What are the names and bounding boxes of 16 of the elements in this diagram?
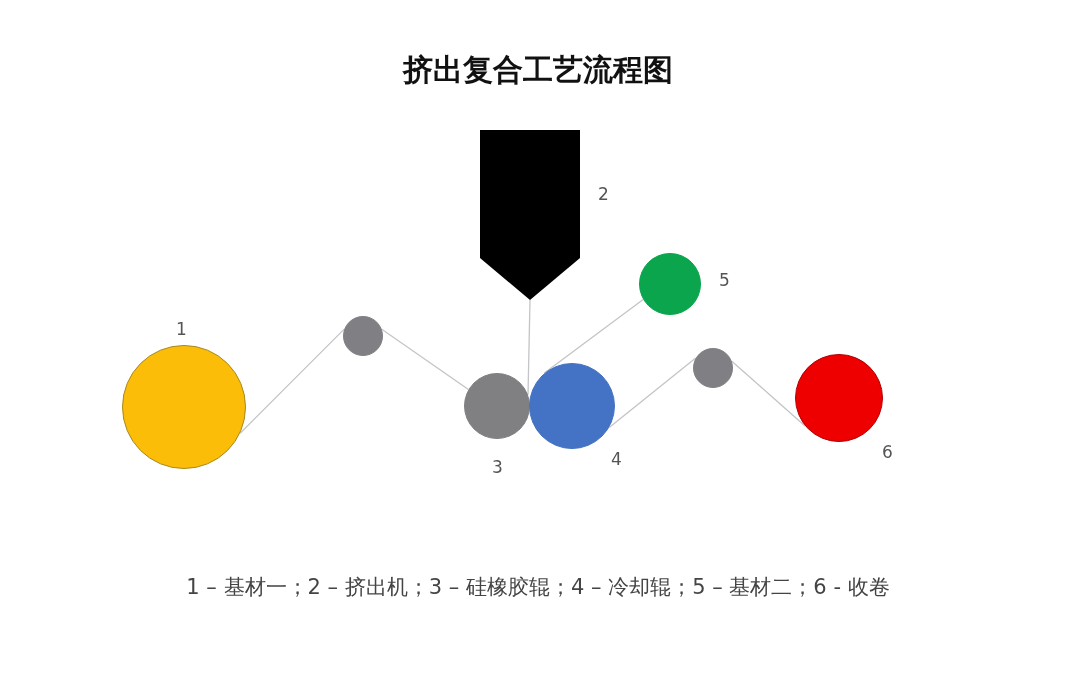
roller-circle xyxy=(343,316,383,356)
web-line xyxy=(239,328,345,434)
web-line xyxy=(731,360,806,427)
extruder-drawing xyxy=(480,130,580,300)
callout-number: 5 xyxy=(719,272,730,289)
diagram-title: 挤出复合工艺流程图 xyxy=(401,51,674,89)
web-line xyxy=(608,357,697,429)
callout-number: 1 xyxy=(176,321,187,338)
callout-number: 4 xyxy=(611,451,622,468)
callout-number: 3 xyxy=(492,459,503,476)
roller-circle xyxy=(693,348,733,388)
web-line xyxy=(527,299,531,396)
callout-number: 6 xyxy=(882,444,893,461)
callout-number: 2 xyxy=(598,186,609,203)
web-line xyxy=(381,328,470,391)
legend-text: 1 – 基材一；2 – 挤出机；3 – 硅橡胶辊；4 – 冷却辊；5 – 基材二；6 - 收卷 xyxy=(185,574,891,601)
